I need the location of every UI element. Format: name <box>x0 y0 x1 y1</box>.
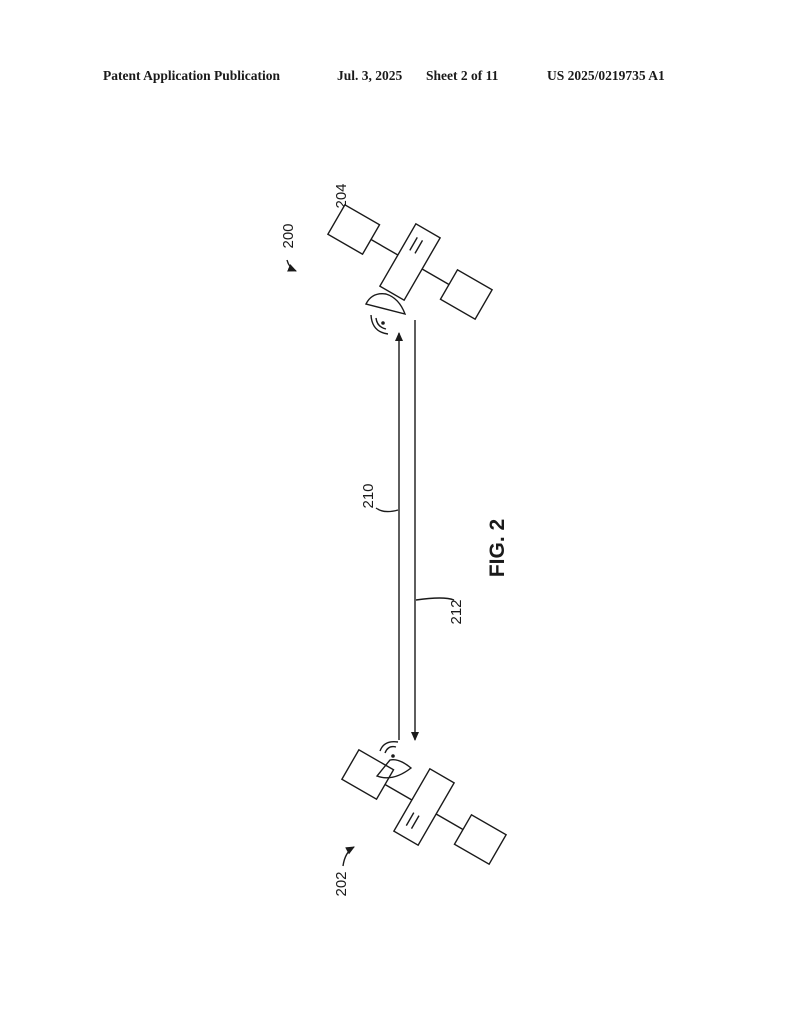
ref-leader-212 <box>415 597 455 601</box>
publication-number: US 2025/0219735 A1 <box>547 68 665 83</box>
ref-label-212: 212 <box>448 599 465 624</box>
satellite-bottom <box>340 741 508 866</box>
ref-label-202: 202 <box>333 871 350 896</box>
figure-label: FIG. 2 <box>486 519 509 577</box>
ref-label-210: 210 <box>360 483 377 508</box>
ref-leader-200 <box>286 259 297 272</box>
ref-label-204: 204 <box>333 183 350 208</box>
publication-title: Patent Application Publication <box>103 68 281 83</box>
ref-leader-210 <box>375 507 399 513</box>
ref-label-200: 200 <box>280 223 297 248</box>
ref-leader-202 <box>342 846 355 867</box>
satellite-top <box>326 203 494 335</box>
publication-date: Jul. 3, 2025 <box>337 68 403 83</box>
page-header: Patent Application Publication Jul. 3, 2… <box>0 68 794 88</box>
sheet-number: Sheet 2 of 11 <box>426 68 499 83</box>
